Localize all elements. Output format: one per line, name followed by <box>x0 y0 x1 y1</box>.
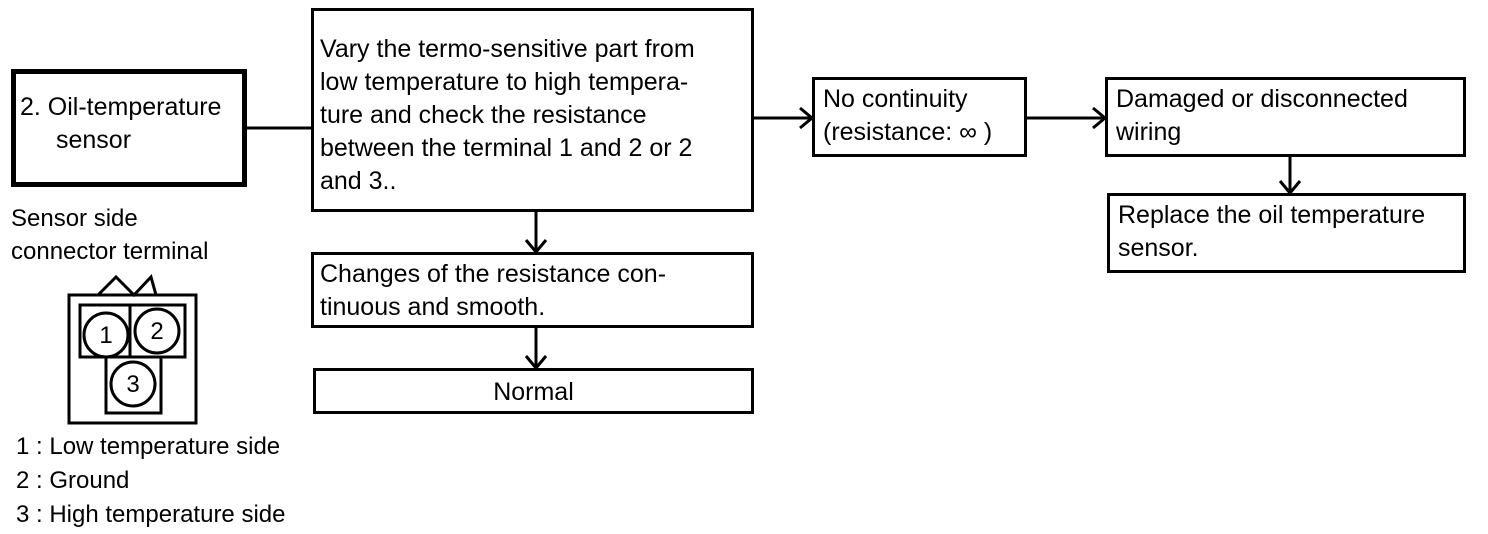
changes-smooth-box: Changes of the resistance con- tinuous a… <box>311 252 754 328</box>
damaged-wiring-box: Damaged or disconnected wiring <box>1105 77 1466 157</box>
normal-box: Normal <box>313 368 754 414</box>
legend-item-2: 2 : Ground <box>16 467 130 494</box>
oil-temperature-sensor-box: 2. Oil-temperature sensor <box>11 69 247 187</box>
pin-circle-3 <box>109 360 157 408</box>
sensor-box-line2: sensor <box>56 126 132 154</box>
normal-label: Normal <box>493 378 574 406</box>
changes-line1: Changes of the resistance con- <box>320 260 667 288</box>
check-line-3: ture and check the resistance <box>320 101 647 129</box>
sensor-box-line1: 2. Oil-temperature <box>20 93 222 121</box>
legend-item-3: 3 : High temperature side <box>16 501 286 528</box>
pin-cell-3 <box>104 355 163 415</box>
pin-label-2: 2 <box>150 318 163 345</box>
connector-housing <box>67 293 198 425</box>
no-continuity-line1: No continuity <box>823 85 968 113</box>
pin-label-1: 1 <box>99 322 112 349</box>
pin-label-3: 3 <box>126 371 139 398</box>
replace-line2: sensor. <box>1118 234 1199 262</box>
check-line-2: low temperature to high tempera- <box>320 68 689 96</box>
no-continuity-box: No continuity (resistance: ∞ ) <box>812 77 1027 157</box>
damaged-line2: wiring <box>1116 118 1182 146</box>
no-continuity-line2: (resistance: ∞ ) <box>823 118 993 146</box>
check-line-1: Vary the termo-sensitive part from <box>320 35 695 63</box>
changes-line2: tinuous and smooth. <box>320 293 546 321</box>
check-procedure-box: Vary the termo-sensitive part from low t… <box>311 8 754 212</box>
connector-caption-line2: connector terminal <box>11 238 209 265</box>
check-line-5: and 3.. <box>320 167 397 195</box>
damaged-line1: Damaged or disconnected <box>1116 85 1408 113</box>
replace-sensor-box: Replace the oil temperature sensor. <box>1107 193 1466 273</box>
legend-item-1: 1 : Low temperature side <box>16 433 281 460</box>
pin-circle-1 <box>82 311 130 359</box>
pin-circle-2 <box>133 307 181 355</box>
check-line-4: between the terminal 1 and 2 or 2 <box>320 134 693 162</box>
connector-caption-line1: Sensor side <box>11 205 138 232</box>
connector-latch <box>96 274 158 298</box>
replace-line1: Replace the oil temperature <box>1118 201 1426 229</box>
